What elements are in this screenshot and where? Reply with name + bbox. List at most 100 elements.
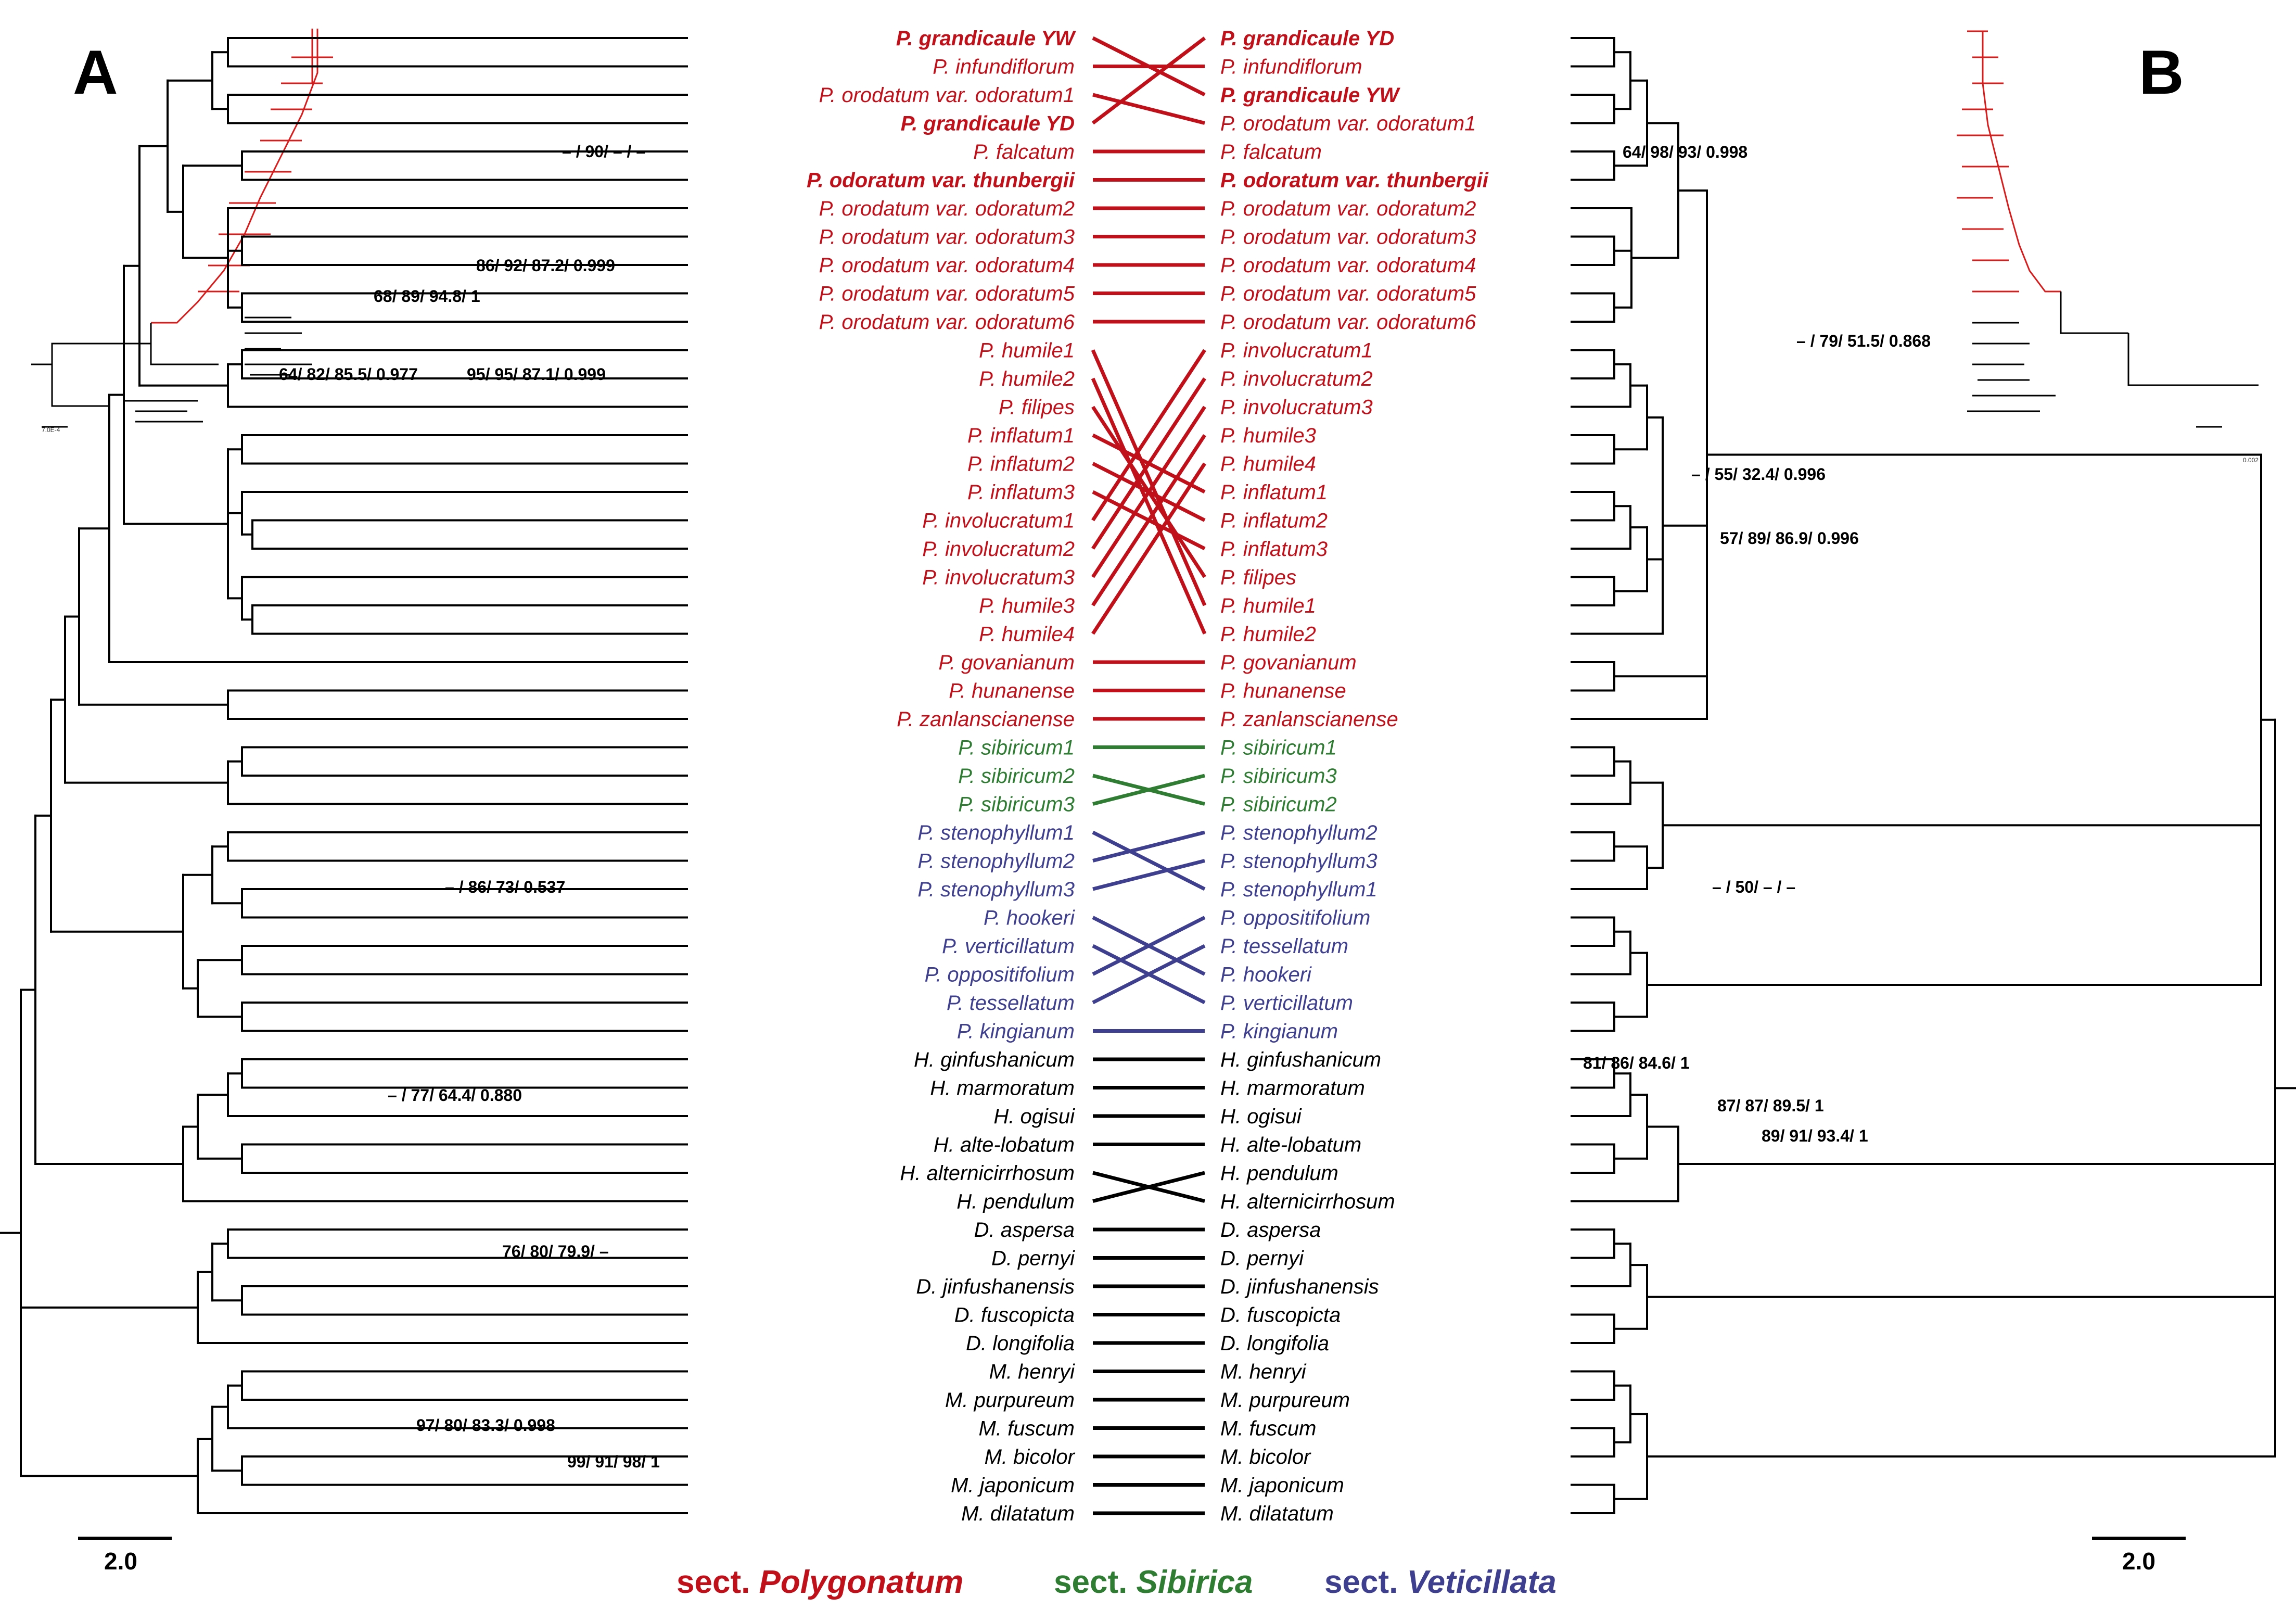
taxon-label-left: P. humile2	[979, 368, 1075, 390]
taxon-label-left: H. alternicirrhosum	[900, 1162, 1075, 1185]
taxon-label-left: H. alte-lobatum	[934, 1134, 1075, 1157]
taxon-label-right: P. stenophyllum3	[1220, 850, 1377, 873]
thumbnail-tree-right	[1957, 30, 2259, 428]
connector-line	[1091, 349, 1206, 522]
taxon-label-left: P. infundiflorum	[933, 56, 1075, 79]
legend-sibirica-prefix: sect.	[1054, 1564, 1137, 1600]
taxon-label-right: P. falcatum	[1220, 141, 1322, 163]
scale-label-left: 2.0	[104, 1548, 137, 1575]
support-right-2: – / 79/ 51.5/ 0.868	[1796, 332, 1931, 350]
taxon-label-right: P. orodatum var. odoratum3	[1220, 226, 1476, 249]
taxon-label-right: P. zanlanscianense	[1220, 708, 1398, 731]
taxon-label-right: P. humile4	[1220, 453, 1316, 476]
taxon-label-right: D. jinfushanensis	[1220, 1275, 1379, 1298]
taxon-label-right: H. marmoratum	[1220, 1077, 1365, 1100]
taxon-label-left: P. odoratum var. thunbergii	[807, 169, 1075, 192]
taxon-label-left: P. orodatum var. odoratum1	[819, 84, 1075, 107]
taxon-label-right: P. inflatum2	[1220, 510, 1328, 533]
taxon-label-left: P. filipes	[999, 396, 1075, 419]
taxon-label-left: P. zanlanscianense	[897, 708, 1075, 731]
taxon-label-right: H. alternicirrhosum	[1220, 1190, 1395, 1213]
taxon-label-right: M. japonicum	[1220, 1474, 1344, 1497]
taxon-label-left: P. verticillatum	[942, 935, 1075, 958]
taxon-label-left: P. grandicaule YD	[901, 112, 1075, 135]
taxon-label-left: D. jinfushanensis	[916, 1275, 1075, 1298]
connector-line	[1092, 774, 1205, 806]
connector-line	[1091, 462, 1206, 635]
taxon-label-right: M. purpureum	[1220, 1389, 1350, 1412]
support-right-8: 89/ 91/ 93.4/ 1	[1762, 1126, 1868, 1145]
taxon-label-left: P. humile3	[979, 594, 1075, 617]
taxon-label-right: P. inflatum3	[1220, 538, 1328, 561]
taxon-label-right: P. involucratum2	[1220, 368, 1373, 390]
taxon-label-right: P. hunanense	[1220, 680, 1346, 703]
taxon-label-left: P. oppositifolium	[925, 964, 1075, 986]
taxon-label-right: H. ogisui	[1220, 1105, 1302, 1128]
taxon-label-right: P. sibiricum3	[1220, 765, 1337, 788]
taxon-label-right: D. aspersa	[1220, 1219, 1321, 1241]
taxon-label-right: M. fuscum	[1220, 1417, 1316, 1440]
taxon-label-left: M. fuscum	[979, 1417, 1075, 1440]
taxon-label-left: P. kingianum	[957, 1020, 1075, 1043]
connector-line	[1092, 1171, 1205, 1203]
legend-sibirica-name: Sibirica	[1137, 1564, 1253, 1600]
taxon-label-right: P. kingianum	[1220, 1020, 1338, 1043]
legend-polygonatum-prefix: sect.	[677, 1564, 759, 1600]
taxon-label-left: P. stenophyllum3	[917, 878, 1075, 901]
taxon-label-right: P. orodatum var. odoratum1	[1220, 112, 1476, 135]
taxon-label-right: P. odoratum var. thunbergii	[1220, 169, 1489, 192]
taxon-label-left: P. involucratum3	[922, 566, 1075, 589]
taxon-label-right: P. verticillatum	[1220, 992, 1353, 1015]
taxon-label-right: P. govanianum	[1220, 651, 1357, 674]
taxon-label-left: P. orodatum var. odoratum4	[819, 254, 1075, 277]
support-right-1: 64/ 98/ 93/ 0.998	[1623, 143, 1747, 161]
connector-line	[1091, 406, 1206, 578]
taxon-label-right: P. oppositifolium	[1220, 907, 1370, 930]
taxon-label-left: P. tessellatum	[947, 992, 1075, 1015]
taxon-label-left: P. govanianum	[938, 651, 1075, 674]
taxon-label-right: P. sibiricum1	[1220, 737, 1337, 759]
taxon-label-left: P. hookeri	[984, 907, 1075, 930]
connector-line	[1092, 944, 1206, 1005]
taxon-label-right: P. orodatum var. odoratum2	[1220, 197, 1476, 220]
taxon-label-right: M. bicolor	[1220, 1446, 1311, 1468]
support-right-6: 81/ 86/ 84.6/ 1	[1583, 1054, 1690, 1072]
connector-line	[1091, 377, 1206, 550]
taxon-label-left: P. hunanense	[949, 680, 1075, 703]
taxon-label-right: M. dilatatum	[1220, 1502, 1334, 1525]
section-legend: sect. Polygonatum sect. Sibirica sect. V…	[677, 1564, 1557, 1600]
taxon-label-left: P. stenophyllum1	[917, 821, 1075, 844]
taxon-label-left: P. orodatum var. odoratum3	[819, 226, 1075, 249]
support-right-3: – / 55/ 32.4/ 0.996	[1691, 465, 1826, 484]
connector-line	[1092, 93, 1205, 125]
taxon-label-right: P. humile3	[1220, 424, 1316, 447]
tree-left	[0, 37, 688, 1514]
taxon-label-right: P. involucratum3	[1220, 396, 1373, 419]
taxon-label-left: D. longifolia	[966, 1332, 1075, 1355]
connector-line	[1092, 830, 1205, 863]
taxon-label-right: P. orodatum var. odoratum6	[1220, 311, 1476, 334]
connector-line	[1091, 349, 1207, 606]
taxon-label-right: D. fuscopicta	[1220, 1304, 1341, 1327]
taxon-label-left: M. bicolor	[985, 1446, 1076, 1468]
legend-veticillata: sect. Veticillata	[1324, 1564, 1557, 1600]
taxon-label-right: P. inflatum1	[1220, 481, 1328, 504]
taxon-label-left: P. sibiricum1	[958, 737, 1075, 759]
legend-polygonatum: sect. Polygonatum	[677, 1564, 963, 1600]
taxon-label-right: P. filipes	[1220, 566, 1296, 589]
connector-line	[1092, 859, 1205, 891]
taxon-label-left: P. sibiricum3	[958, 793, 1075, 816]
taxon-label-left: P. orodatum var. odoratum6	[819, 311, 1075, 334]
support-left-3: 68/ 89/ 94.8/ 1	[374, 287, 480, 306]
taxon-label-right: P. involucratum1	[1220, 339, 1373, 362]
support-right-7: 87/ 87/ 89.5/ 1	[1717, 1096, 1824, 1115]
support-left-8: 76/ 80/ 79.9/ –	[502, 1242, 609, 1261]
taxon-label-left: P. inflatum3	[967, 481, 1075, 504]
taxon-label-right: P. grandicaule YW	[1220, 84, 1400, 107]
taxon-label-right: D. longifolia	[1220, 1332, 1329, 1355]
taxon-label-right: P. stenophyllum2	[1220, 821, 1377, 844]
scale-label-right: 2.0	[2122, 1548, 2155, 1575]
taxon-label-left: P. stenophyllum2	[917, 850, 1075, 873]
